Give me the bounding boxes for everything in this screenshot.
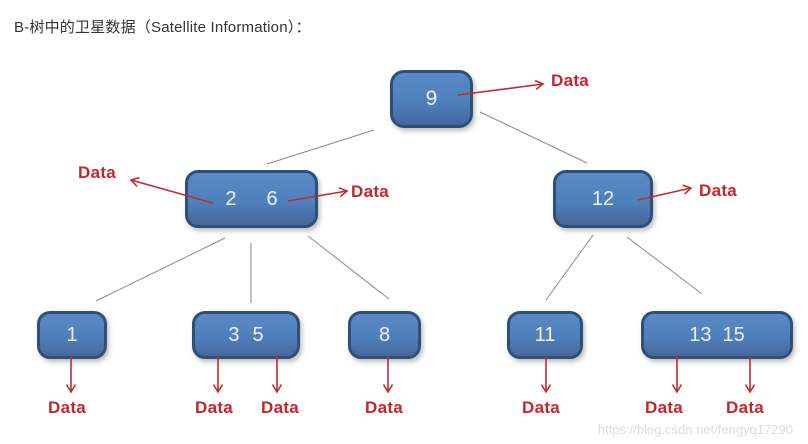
btree-node-2-6: 2 6: [185, 170, 318, 228]
satellite-data-label-9: Data: [551, 71, 590, 90]
tree-edge-root-to-2-6: [266, 129, 375, 165]
tree-edge-12-to-11: [545, 234, 594, 301]
btree-node-8: 8: [348, 311, 421, 359]
node-key: 13: [689, 323, 712, 346]
satellite-data-label-11: Data: [522, 398, 561, 417]
btree-node-12: 12: [553, 170, 653, 228]
node-key: 5: [252, 323, 264, 346]
btree-node-11: 11: [507, 311, 583, 359]
satellite-data-label-1: Data: [48, 398, 87, 417]
node-key: 6: [266, 187, 278, 210]
node-key: 9: [425, 87, 438, 110]
tree-edge-2-6-to-1: [95, 237, 226, 302]
satellite-data-label-5: Data: [261, 398, 300, 417]
satellite-data-label-3: Data: [195, 398, 234, 417]
tree-edge-12-to-13-15: [626, 236, 703, 295]
node-key: 2: [225, 187, 237, 210]
node-key: 1: [66, 323, 78, 346]
page-title: B-树中的卫星数据（Satellite Information）：: [14, 19, 311, 36]
tree-edge-2-6-to-8: [307, 235, 390, 300]
node-key: 3: [228, 323, 240, 346]
satellite-data-label-2: Data: [78, 163, 117, 182]
satellite-data-label-15: Data: [726, 398, 765, 417]
node-key: 11: [534, 323, 556, 346]
node-key: 15: [722, 323, 745, 346]
satellite-data-label-13: Data: [645, 398, 684, 417]
tree-edge-root-to-12: [479, 111, 588, 164]
node-key: 12: [591, 187, 615, 210]
btree-node-1: 1: [37, 311, 107, 359]
satellite-data-label-6: Data: [351, 182, 390, 201]
watermark-text: https://blog.csdn.net/fengyq17290: [597, 422, 793, 437]
node-key: 8: [378, 323, 391, 346]
btree-node-13-15: 13 15: [641, 311, 793, 359]
satellite-data-label-12: Data: [699, 181, 738, 200]
btree-node-3-5: 3 5: [192, 311, 300, 359]
btree-node-9: 9: [390, 70, 473, 128]
satellite-data-label-8: Data: [365, 398, 404, 417]
